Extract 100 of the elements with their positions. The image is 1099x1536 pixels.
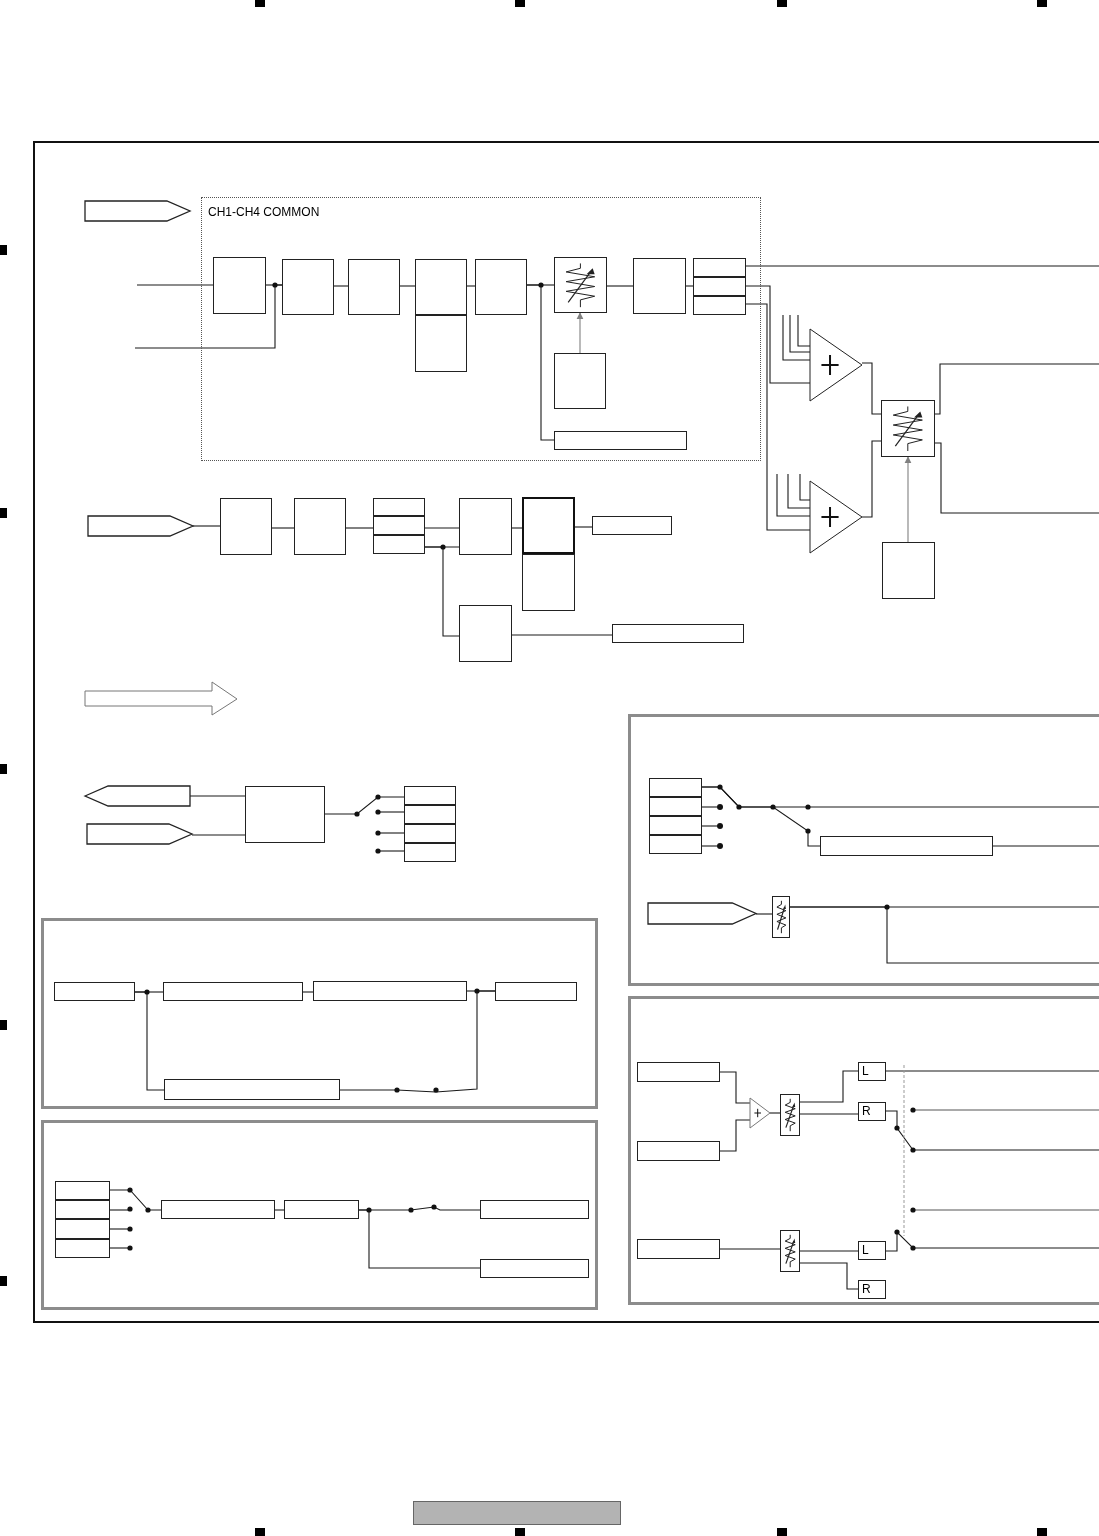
process-box	[415, 315, 467, 372]
summing-amplifier	[810, 329, 862, 401]
variable-resistor-box	[881, 400, 935, 457]
group-frame	[201, 197, 761, 461]
connector-line	[274, 1209, 285, 1211]
connector-line	[861, 362, 882, 415]
channel-label: R	[862, 1283, 871, 1295]
process-box	[480, 1200, 589, 1219]
connector-line	[719, 1119, 751, 1152]
channel-label: R	[862, 1105, 871, 1117]
connector-line	[526, 284, 555, 441]
connector-line	[302, 991, 314, 993]
process-box	[820, 836, 993, 856]
connector-line	[797, 314, 811, 347]
process-box	[404, 824, 456, 843]
connector-line	[136, 284, 214, 286]
process-box	[480, 1259, 589, 1278]
connector-line	[885, 1110, 1099, 1151]
process-box	[612, 624, 744, 643]
connector-line	[191, 834, 246, 836]
process-box	[592, 516, 672, 535]
connector-line	[799, 1262, 859, 1290]
connector-line	[192, 525, 221, 527]
connector-line	[799, 1113, 859, 1115]
process-box	[495, 982, 577, 1001]
connector-line	[769, 1112, 781, 1114]
group-label: CH1-CH4 COMMON	[208, 206, 320, 218]
connector-line	[719, 1071, 751, 1104]
process-box	[522, 554, 575, 611]
process-box	[245, 786, 325, 843]
connector-line	[345, 527, 374, 529]
signal-tag	[88, 516, 193, 536]
process-box	[404, 843, 456, 862]
process-box	[294, 498, 346, 555]
summing-amplifier	[750, 1098, 770, 1128]
connector-line	[799, 473, 811, 501]
connector-line	[755, 913, 773, 915]
channel-box	[858, 1241, 886, 1260]
process-box	[282, 259, 334, 315]
process-box	[284, 1200, 359, 1219]
connector-line	[701, 845, 718, 847]
connector-line	[265, 284, 283, 286]
summing-amplifier	[810, 481, 862, 553]
connector-line	[399, 285, 416, 287]
connector-line	[776, 473, 811, 517]
process-box	[55, 1239, 110, 1258]
connector-line	[109, 1189, 162, 1211]
signal-tag	[85, 201, 190, 221]
connector-line	[745, 285, 811, 384]
process-box	[459, 605, 512, 662]
signal-tag	[85, 786, 190, 806]
connector-line	[574, 526, 593, 528]
process-box	[54, 982, 135, 1001]
process-box	[415, 259, 467, 315]
process-box	[693, 277, 746, 296]
process-box	[637, 1141, 720, 1161]
connector-line	[358, 1209, 481, 1269]
process-box	[693, 258, 746, 277]
process-box	[637, 1062, 720, 1082]
panel-frame	[628, 996, 1099, 1305]
process-box	[633, 258, 686, 314]
connector-line	[109, 1209, 131, 1211]
process-box	[693, 296, 746, 315]
arrow	[576, 312, 584, 354]
variable-resistor-box	[554, 257, 607, 313]
process-box	[637, 1239, 720, 1259]
connector-line	[719, 1248, 781, 1250]
channel-label: L	[862, 1244, 869, 1256]
process-box	[475, 259, 527, 315]
process-box	[882, 542, 935, 599]
connector-line	[992, 845, 1099, 847]
process-box	[213, 257, 266, 314]
process-box	[373, 535, 425, 554]
connector-line	[789, 314, 811, 353]
connector-line	[511, 527, 523, 529]
channel-box	[858, 1062, 886, 1081]
process-box	[554, 353, 606, 409]
process-box	[649, 835, 702, 854]
connector-line	[466, 285, 476, 287]
signal-tag	[87, 824, 192, 844]
connector-line	[324, 796, 405, 815]
panel-frame	[41, 918, 598, 1109]
connector-line	[333, 285, 349, 287]
connector-line	[745, 303, 811, 531]
connector-line	[934, 363, 1099, 415]
connector-line	[799, 1250, 859, 1252]
connector-line	[701, 825, 718, 827]
process-box	[373, 498, 425, 516]
connector-line	[789, 906, 1099, 964]
process-box	[404, 786, 456, 805]
panel-frame	[41, 1120, 598, 1310]
connector-line	[787, 473, 811, 509]
process-box	[522, 497, 575, 554]
process-box	[649, 778, 702, 797]
arrow	[904, 456, 912, 543]
process-box	[161, 1200, 275, 1219]
connector-line	[861, 440, 882, 518]
process-box	[163, 982, 303, 1001]
process-box	[649, 797, 702, 816]
signal-tag	[648, 903, 756, 924]
